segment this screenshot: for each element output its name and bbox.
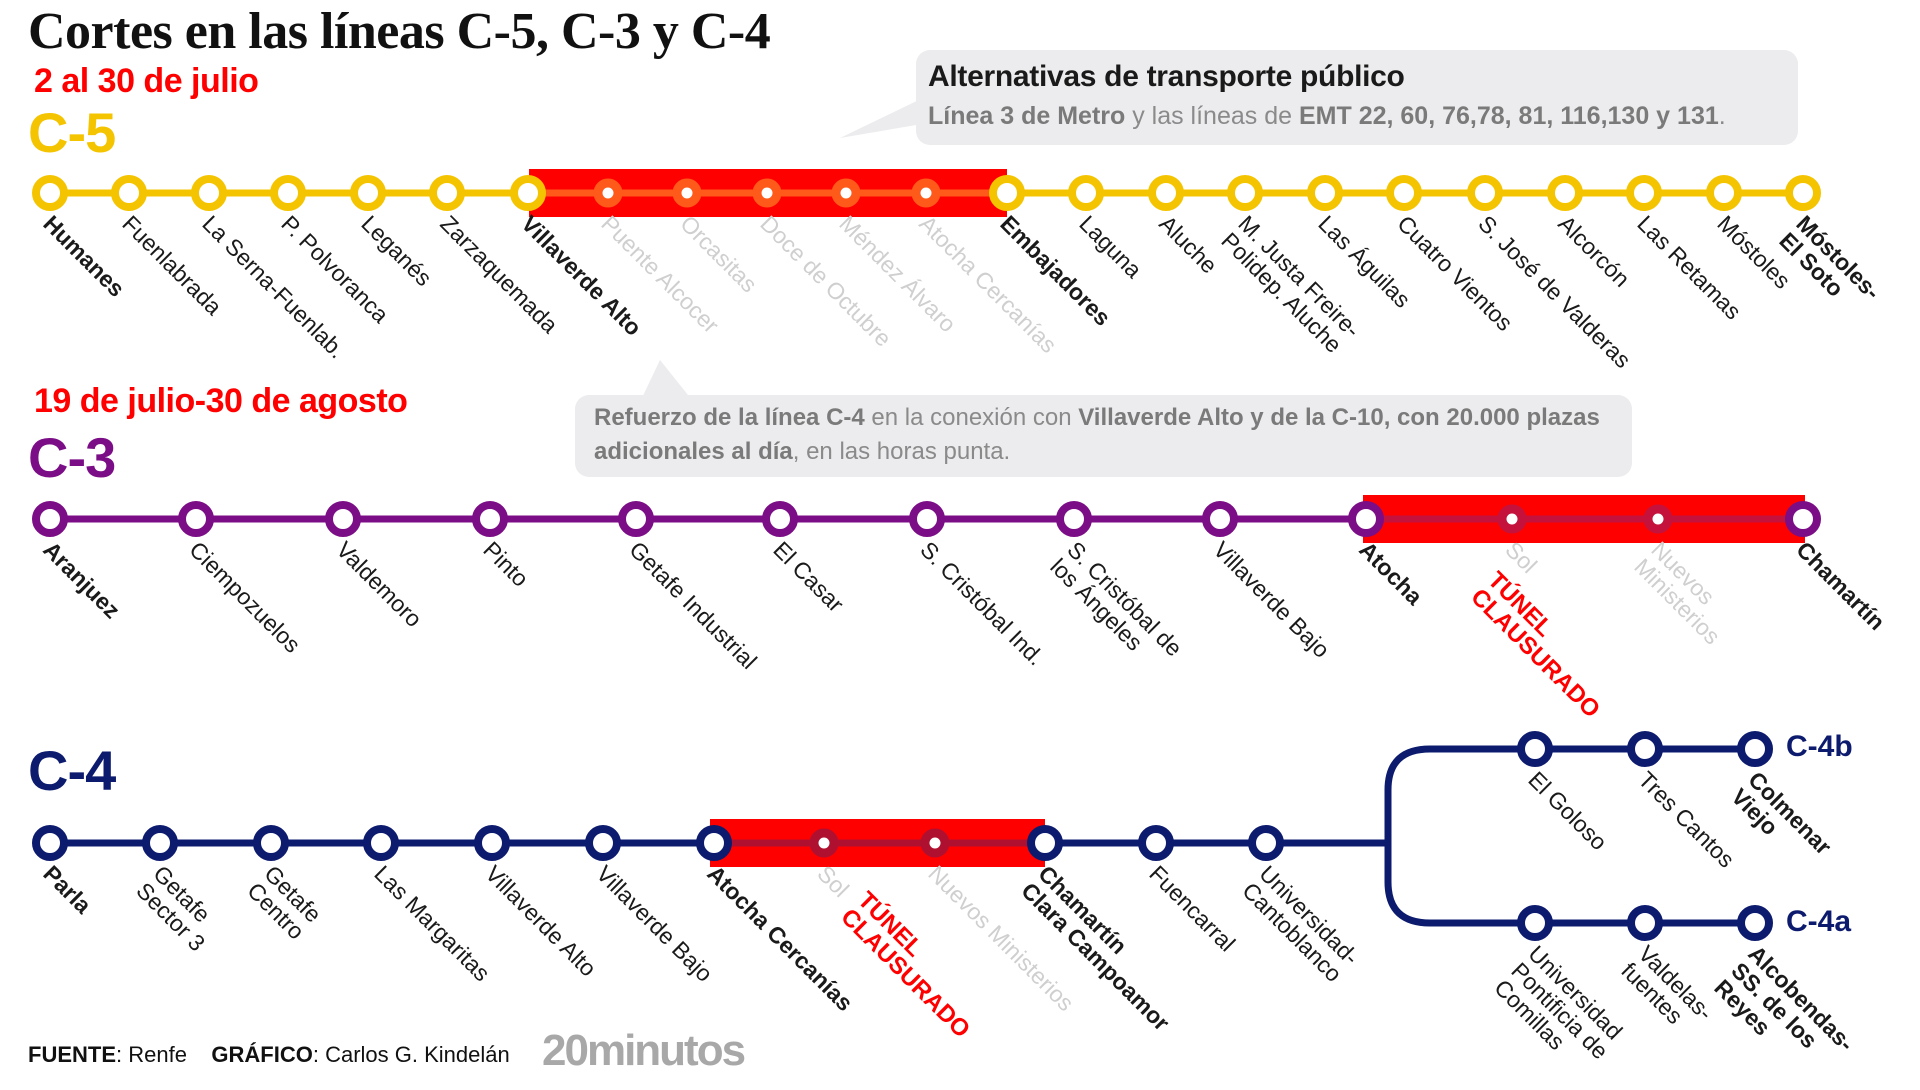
c4-station-marker[interactable] <box>474 825 510 861</box>
c3-line-name: C-3 <box>28 426 116 489</box>
c5-station-marker[interactable] <box>1068 175 1104 211</box>
c3-station-marker[interactable] <box>325 501 361 537</box>
callout-c3-text: Refuerzo de la línea C-4 en la conexión … <box>594 401 1614 469</box>
c5-station-marker[interactable] <box>1307 175 1343 211</box>
c3-station-marker[interactable] <box>762 501 798 537</box>
c5-station-marker[interactable] <box>752 178 782 208</box>
callout-c5-bold2: EMT 22, 60, 76,78, 81, 116,130 y 131 <box>1298 102 1719 130</box>
c5-station-marker[interactable] <box>1547 175 1583 211</box>
c4-station-marker[interactable] <box>696 825 732 861</box>
c5-station-marker[interactable] <box>350 175 386 211</box>
c5-station-marker[interactable] <box>32 175 68 211</box>
c4b-station-marker[interactable] <box>1517 731 1553 767</box>
c5-station-marker[interactable] <box>191 175 227 211</box>
c4-station-marker[interactable] <box>363 825 399 861</box>
c5-line-name: C-5 <box>28 101 116 164</box>
callout-c5-text: Línea 3 de Metro y las líneas de EMT 22,… <box>928 102 1726 131</box>
callout-c5-text1: y las líneas de <box>1125 102 1299 130</box>
source-label: FUENTE <box>28 1042 116 1067</box>
c5-station-marker[interactable] <box>111 175 147 211</box>
c5-date: 2 al 30 de julio <box>34 62 259 100</box>
c4a-station-marker[interactable] <box>1517 905 1553 941</box>
footer-credits: FUENTE: Renfe GRÁFICO: Carlos G. Kindelá… <box>28 1042 510 1068</box>
callout-c5-text2: . <box>1718 102 1726 130</box>
c5-station-marker[interactable] <box>911 178 941 208</box>
c4-station-marker[interactable] <box>1138 825 1174 861</box>
c5-station-marker[interactable] <box>1148 175 1184 211</box>
callout-c3-text2: , en las horas punta. <box>792 438 1011 465</box>
callout-c3-bold2: Villaverde Alto y de la C-10, con 20.000… <box>594 404 1600 465</box>
c3-station-marker[interactable] <box>1785 501 1821 537</box>
c3-station-marker[interactable] <box>618 501 654 537</box>
c3-track <box>32 495 1821 543</box>
c5-station-marker[interactable] <box>1626 175 1662 211</box>
c5-station-marker[interactable] <box>270 175 306 211</box>
c3-station-marker[interactable] <box>1056 501 1092 537</box>
graphic-label: GRÁFICO <box>211 1042 313 1067</box>
c4-station-marker[interactable] <box>809 828 839 858</box>
callout-c3-reinforcement: Refuerzo de la línea C-4 en la conexión … <box>575 395 1632 477</box>
c3-station-marker[interactable] <box>909 501 945 537</box>
brand-logo: 20minutos <box>542 1026 746 1075</box>
c3-station-marker[interactable] <box>1497 504 1527 534</box>
c5-station-marker[interactable] <box>593 178 623 208</box>
c4a-branch-label: C-4a <box>1786 905 1852 938</box>
graphic-value: : Carlos G. Kindelán <box>312 1042 510 1067</box>
c4-station-marker[interactable] <box>920 828 950 858</box>
c5-station-marker[interactable] <box>1467 175 1503 211</box>
c4-branch-fork <box>1266 745 1755 927</box>
callout-c5-alternatives: Alternativas de transporte público Línea… <box>916 50 1798 145</box>
c4b-station-marker[interactable] <box>1737 731 1773 767</box>
c4-track <box>32 731 1773 941</box>
c5-station-marker[interactable] <box>1706 175 1742 211</box>
page-title: Cortes en las líneas C-5, C-3 y C-4 <box>28 3 771 60</box>
c3-station-marker[interactable] <box>1202 501 1238 537</box>
c4-line-name: C-4 <box>28 739 116 802</box>
c5-station-marker[interactable] <box>831 178 861 208</box>
c4-station-marker[interactable] <box>1027 825 1063 861</box>
c4-station-marker[interactable] <box>32 825 68 861</box>
c5-station-marker[interactable] <box>1785 175 1821 211</box>
c4-station-marker[interactable] <box>142 825 178 861</box>
callout-c5-bold1: Línea 3 de Metro <box>928 102 1126 130</box>
callout-c3-text1: en la conexión con <box>864 404 1079 431</box>
c5-station-marker[interactable] <box>1386 175 1422 211</box>
c3-station-marker[interactable] <box>178 501 214 537</box>
c4-station-marker[interactable] <box>585 825 621 861</box>
c3-station-marker[interactable] <box>1348 501 1384 537</box>
c5-track <box>32 169 1821 217</box>
c4-station-marker[interactable] <box>1248 825 1284 861</box>
c5-station-marker[interactable] <box>429 175 465 211</box>
c4-station-marker[interactable] <box>253 825 289 861</box>
c4a-station-marker[interactable] <box>1737 905 1773 941</box>
c5-station-marker[interactable] <box>672 178 702 208</box>
callout-c5-title: Alternativas de transporte público <box>928 60 1405 93</box>
source-value: : Renfe <box>116 1042 187 1067</box>
c5-station-marker[interactable] <box>1227 175 1263 211</box>
c5-station-marker[interactable] <box>989 175 1025 211</box>
c4b-branch-label: C-4b <box>1786 730 1853 763</box>
c5-station-marker[interactable] <box>510 175 546 211</box>
callout-c3-bold1: Refuerzo de la línea C-4 <box>594 404 865 431</box>
c3-station-marker[interactable] <box>32 501 68 537</box>
c4b-station-marker[interactable] <box>1627 731 1663 767</box>
c3-station-marker[interactable] <box>1643 504 1673 534</box>
c4a-station-marker[interactable] <box>1627 905 1663 941</box>
c3-date: 19 de julio-30 de agosto <box>34 382 408 420</box>
c3-station-marker[interactable] <box>472 501 508 537</box>
